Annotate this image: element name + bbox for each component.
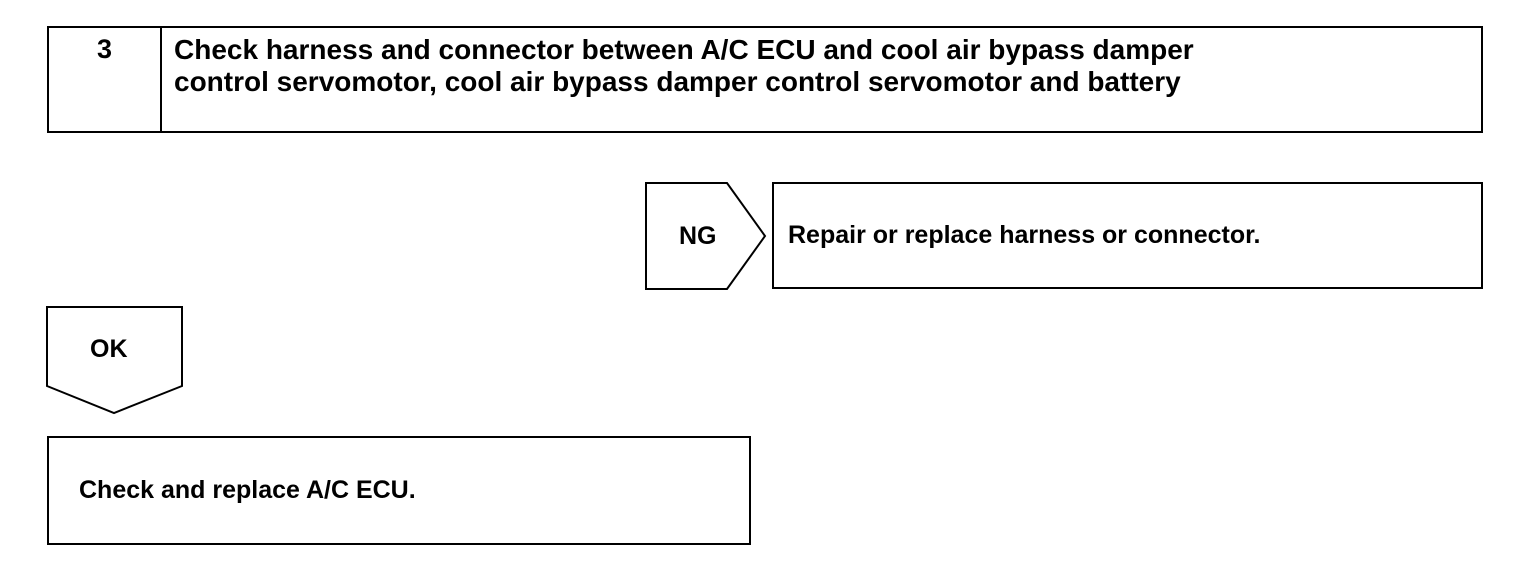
step-number: 3: [49, 28, 162, 131]
ng-arrow: [645, 182, 767, 290]
step-box: 3 Check harness and connector between A/…: [47, 26, 1483, 133]
ng-result-text: Repair or replace harness or connector.: [788, 221, 1261, 249]
step-title: Check harness and connector between A/C …: [162, 28, 1481, 131]
step-title-line-2: control servomotor, cool air bypass damp…: [174, 66, 1181, 97]
ok-arrow: [46, 306, 183, 415]
step-title-line-1: Check harness and connector between A/C …: [174, 34, 1194, 65]
ok-result-box: Check and replace A/C ECU.: [47, 436, 751, 545]
ok-label: OK: [90, 335, 128, 363]
ng-label: NG: [679, 222, 717, 250]
ok-result-text: Check and replace A/C ECU.: [79, 476, 416, 504]
ng-result-box: Repair or replace harness or connector.: [772, 182, 1483, 289]
